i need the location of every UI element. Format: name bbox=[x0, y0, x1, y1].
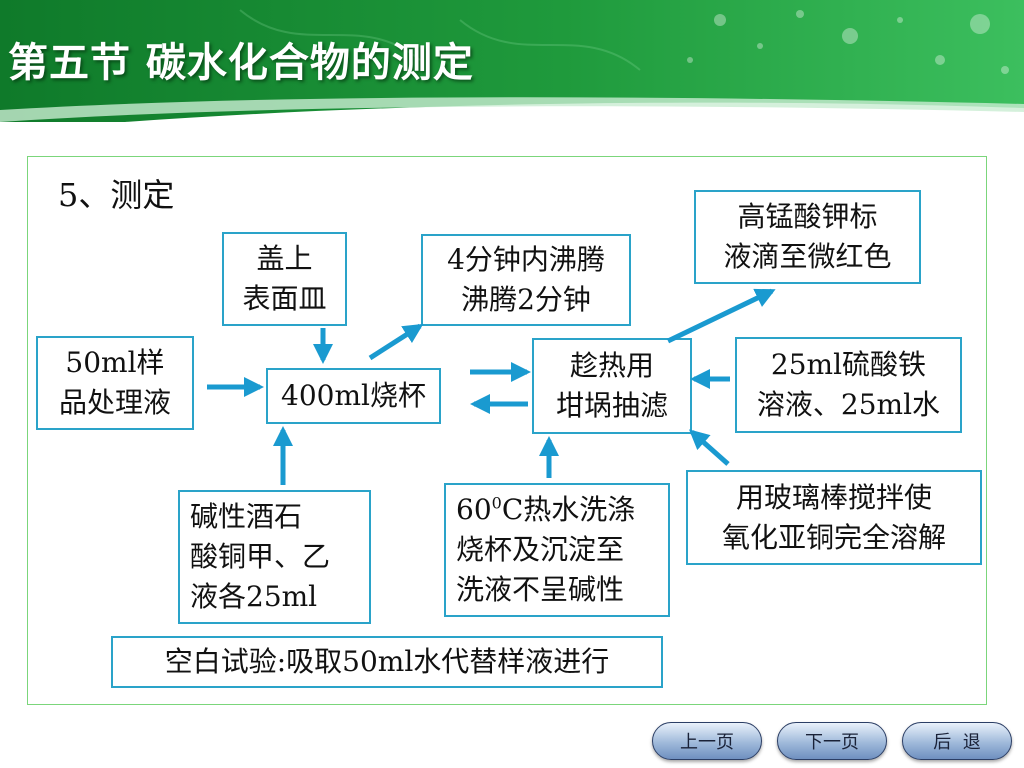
box-reagents: 碱性酒石 酸铜甲、乙 液各25ml bbox=[178, 490, 371, 624]
wash-rest: C热水洗涤 烧杯及沉淀至 洗液不呈碱性 bbox=[456, 493, 636, 606]
back-button[interactable]: 后 退 bbox=[902, 722, 1012, 760]
box-boil: 4分钟内沸腾 沸腾2分钟 bbox=[421, 234, 631, 326]
next-page-button[interactable]: 下一页 bbox=[777, 722, 887, 760]
wash-temp: 60 bbox=[456, 493, 492, 526]
box-kmno4: 高锰酸钾标 液滴至微红色 bbox=[694, 190, 921, 284]
prev-page-button[interactable]: 上一页 bbox=[652, 722, 762, 760]
box-blank: 空白试验:吸取50ml水代替样液进行 bbox=[111, 636, 663, 688]
page-title: 第五节 碳水化合物的测定 bbox=[8, 40, 474, 86]
header-background bbox=[0, 0, 1024, 122]
box-sample: 50ml样 品处理液 bbox=[36, 336, 194, 430]
box-wash: 600C热水洗涤 烧杯及沉淀至 洗液不呈碱性 bbox=[444, 483, 670, 617]
box-cover: 盖上 表面皿 bbox=[222, 232, 347, 326]
box-dissolve: 用玻璃棒搅拌使 氧化亚铜完全溶解 bbox=[686, 470, 982, 565]
box-filter: 趁热用 坩埚抽滤 bbox=[532, 338, 692, 434]
wash-temp-superscript: 0 bbox=[491, 493, 502, 513]
box-wash-text: 600C热水洗涤 烧杯及沉淀至 洗液不呈碱性 bbox=[456, 490, 635, 610]
header-banner: 第五节 碳水化合物的测定 bbox=[0, 0, 1024, 122]
box-ferric: 25ml硫酸铁 溶液、25ml水 bbox=[735, 337, 962, 433]
content-frame bbox=[27, 156, 987, 705]
step-label: 5、测定 bbox=[58, 176, 175, 214]
box-beaker: 400ml烧杯 bbox=[266, 368, 441, 424]
